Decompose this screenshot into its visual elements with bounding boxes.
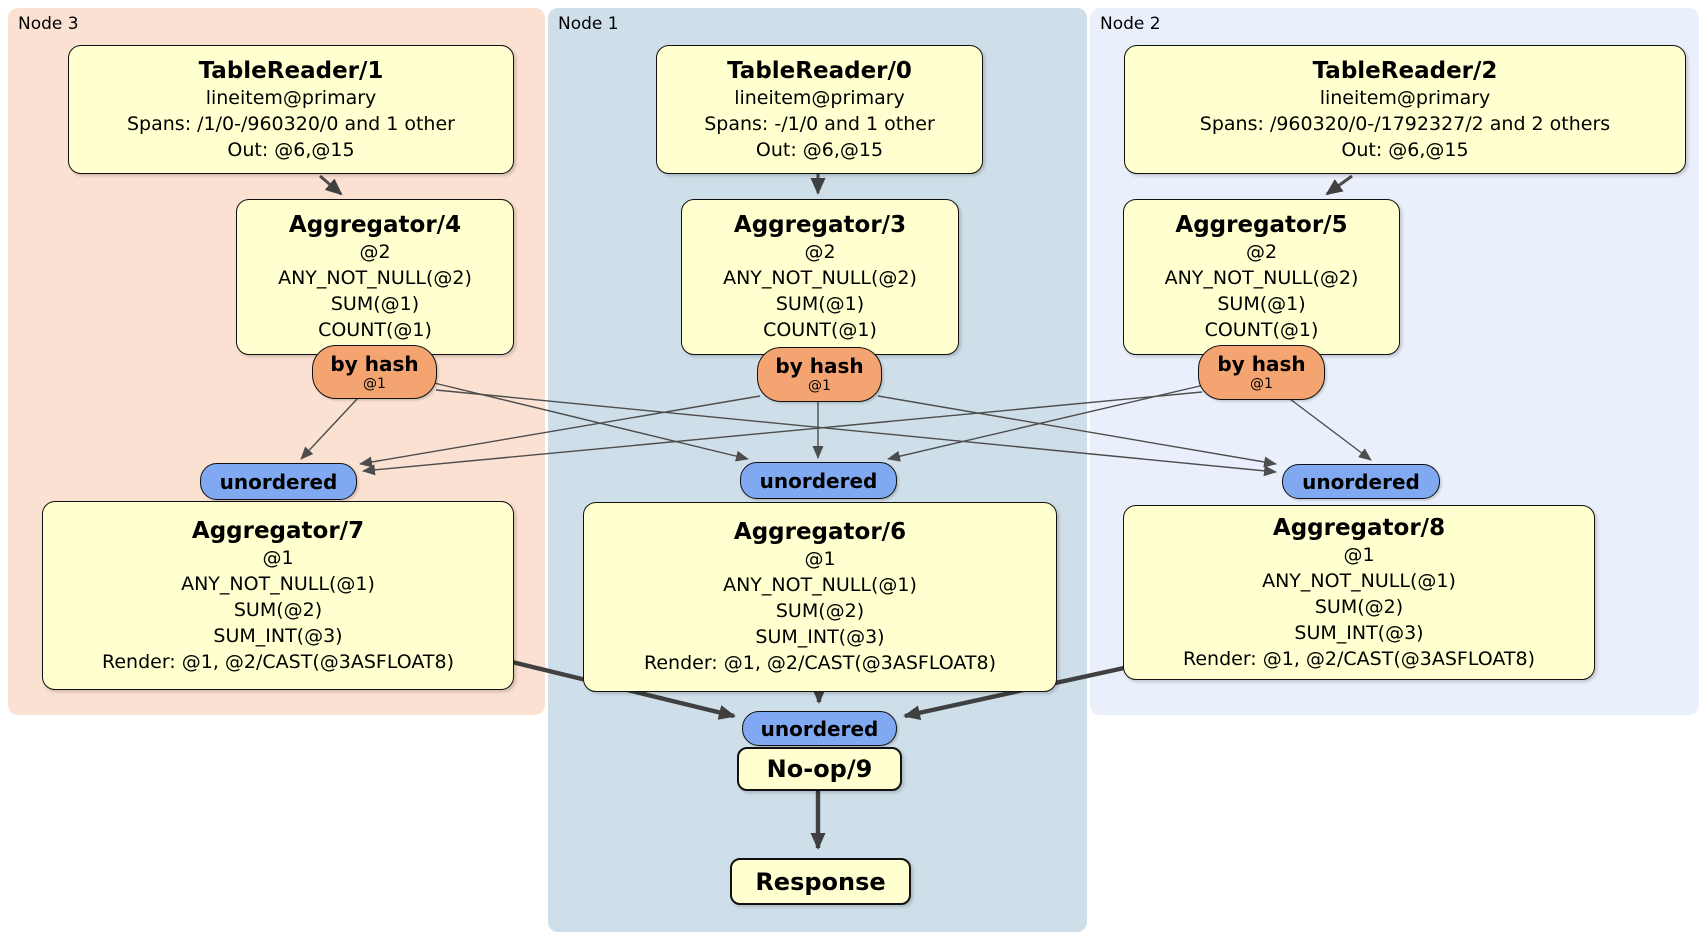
box-title: TableReader/1 xyxy=(198,57,384,84)
box-title: Aggregator/3 xyxy=(733,212,907,238)
box-line: SUM(@1) xyxy=(330,293,420,315)
hash-router-label: by hash xyxy=(775,354,864,378)
unordered-sync-label: unordered xyxy=(1302,469,1420,494)
box-line: COUNT(@1) xyxy=(1204,319,1319,341)
box-tablereader-1: TableReader/1 lineitem@primary Spans: /1… xyxy=(68,45,514,174)
box-line: ANY_NOT_NULL(@1) xyxy=(181,572,375,595)
unordered-sync-label: unordered xyxy=(219,469,338,494)
box-aggregator-3: Aggregator/3 @2 ANY_NOT_NULL(@2) SUM(@1)… xyxy=(681,199,959,355)
box-line: Render: @1, @2/CAST(@3ASFLOAT8) xyxy=(644,652,996,674)
box-aggregator-7: Aggregator/7 @1 ANY_NOT_NULL(@1) SUM(@2)… xyxy=(42,501,514,690)
unordered-sync-label: unordered xyxy=(759,468,878,493)
box-title: TableReader/0 xyxy=(727,57,912,84)
box-line: ANY_NOT_NULL(@1) xyxy=(1262,569,1456,592)
box-line: @2 xyxy=(359,241,391,263)
box-title: Aggregator/6 xyxy=(733,519,907,545)
box-line: COUNT(@1) xyxy=(763,319,877,341)
unordered-sync-node3: unordered xyxy=(200,463,357,500)
region-node-3-label: Node 3 xyxy=(18,14,79,34)
box-tablereader-0: TableReader/0 lineitem@primary Spans: -/… xyxy=(656,45,983,174)
hash-router-detail: @1 xyxy=(1250,376,1273,392)
box-line: ANY_NOT_NULL(@2) xyxy=(1164,267,1359,289)
unordered-sync-node2: unordered xyxy=(1282,464,1440,499)
hash-router-label: by hash xyxy=(1217,352,1306,376)
box-line: Out: @6,@15 xyxy=(227,138,355,161)
box-line: SUM(@2) xyxy=(233,598,323,621)
box-line: Out: @6,@15 xyxy=(755,138,884,161)
box-line: Render: @1, @2/CAST(@3ASFLOAT8) xyxy=(102,650,454,673)
box-line: SUM(@1) xyxy=(775,293,865,315)
unordered-sync-final: unordered xyxy=(742,711,897,746)
unordered-sync-node1: unordered xyxy=(740,462,897,499)
region-node-2-label: Node 2 xyxy=(1100,14,1161,34)
hash-router-node2: by hash @1 xyxy=(1198,345,1325,400)
box-line: Spans: /1/0-/960320/0 and 1 other xyxy=(127,112,455,135)
box-line: @2 xyxy=(1245,241,1278,263)
box-noop-9: No-op/9 xyxy=(737,747,902,791)
box-line: @1 xyxy=(262,546,294,569)
region-node-1-label: Node 1 xyxy=(558,14,619,34)
hash-router-detail: @1 xyxy=(363,375,386,392)
box-aggregator-4: Aggregator/4 @2 ANY_NOT_NULL(@2) SUM(@1)… xyxy=(236,199,514,355)
unordered-sync-label: unordered xyxy=(760,716,879,741)
box-title: No-op/9 xyxy=(766,755,873,783)
hash-router-node3: by hash @1 xyxy=(312,345,437,399)
box-aggregator-6: Aggregator/6 @1 ANY_NOT_NULL(@1) SUM(@2)… xyxy=(583,502,1057,692)
box-line: @1 xyxy=(1343,543,1375,566)
box-line: lineitem@primary xyxy=(205,86,377,109)
box-title: Aggregator/7 xyxy=(191,517,365,544)
box-line: ANY_NOT_NULL(@1) xyxy=(723,574,917,596)
box-line: @1 xyxy=(804,548,836,570)
hash-router-label: by hash xyxy=(330,351,419,376)
box-line: COUNT(@1) xyxy=(318,319,432,341)
box-tablereader-2: TableReader/2 lineitem@primary Spans: /9… xyxy=(1124,45,1686,174)
box-line: Render: @1, @2/CAST(@3ASFLOAT8) xyxy=(1183,647,1535,670)
box-line: SUM_INT(@3) xyxy=(213,624,343,647)
box-line: Spans: /960320/0-/1792327/2 and 2 others xyxy=(1199,112,1611,135)
box-line: lineitem@primary xyxy=(734,86,905,109)
box-line: ANY_NOT_NULL(@2) xyxy=(723,267,917,289)
box-title: Response xyxy=(755,867,886,896)
box-title: Aggregator/5 xyxy=(1175,212,1348,238)
box-aggregator-5: Aggregator/5 @2 ANY_NOT_NULL(@2) SUM(@1)… xyxy=(1123,199,1400,355)
box-aggregator-8: Aggregator/8 @1 ANY_NOT_NULL(@1) SUM(@2)… xyxy=(1123,505,1595,680)
box-line: lineitem@primary xyxy=(1319,86,1491,109)
box-line: SUM_INT(@3) xyxy=(1294,621,1424,644)
box-title: Aggregator/8 xyxy=(1272,514,1446,541)
box-response: Response xyxy=(730,858,911,905)
hash-router-detail: @1 xyxy=(808,378,831,394)
box-line: SUM_INT(@3) xyxy=(755,626,885,648)
hash-router-node1: by hash @1 xyxy=(757,347,882,402)
box-title: TableReader/2 xyxy=(1312,57,1498,84)
box-line: ANY_NOT_NULL(@2) xyxy=(278,267,472,289)
box-line: Spans: -/1/0 and 1 other xyxy=(704,112,935,135)
box-line: Out: @6,@15 xyxy=(1341,138,1469,161)
box-line: SUM(@2) xyxy=(1314,595,1404,618)
box-line: SUM(@2) xyxy=(775,600,865,622)
box-title: Aggregator/4 xyxy=(288,212,462,238)
box-line: SUM(@1) xyxy=(1217,293,1306,315)
box-line: @2 xyxy=(804,241,836,263)
